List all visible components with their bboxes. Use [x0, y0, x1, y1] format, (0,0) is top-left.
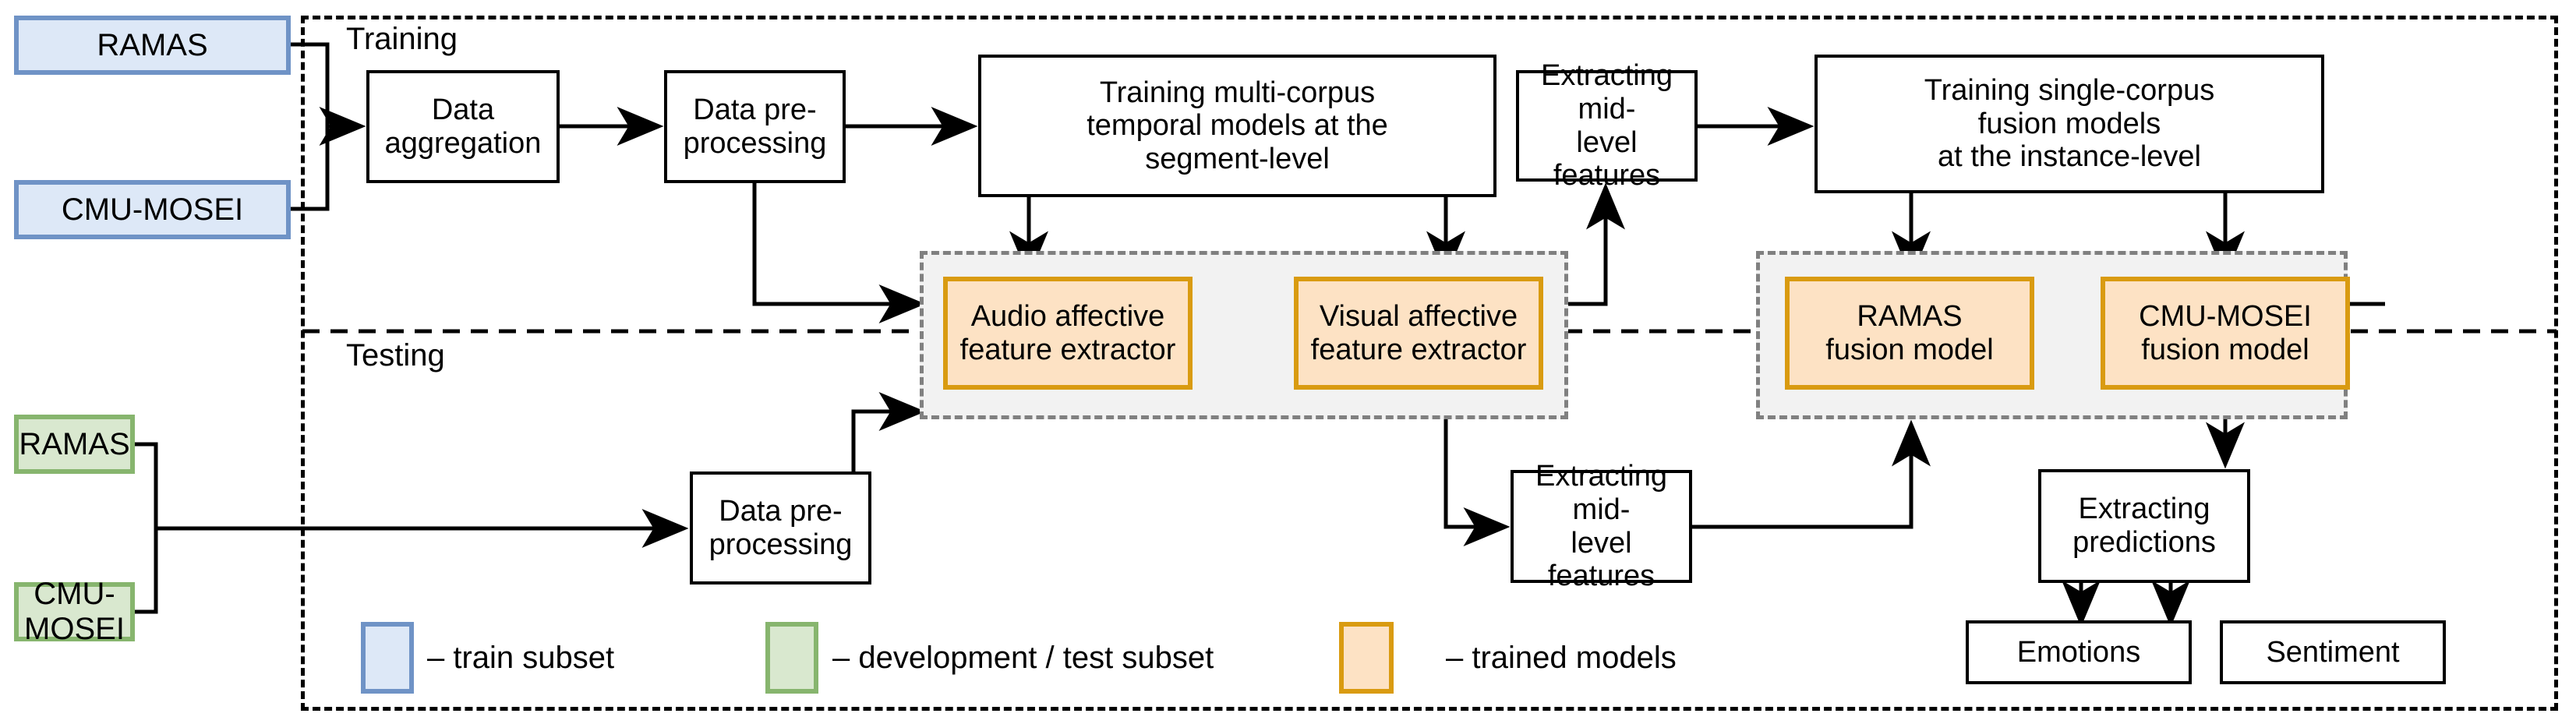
legend-label-train-subset: – train subset [427, 641, 615, 675]
section-label-testing: Testing [346, 338, 445, 373]
input-train-cmu-mosei-label: CMU-MOSEI [61, 192, 244, 227]
node-sentiment-label: Sentiment [2266, 635, 2400, 669]
node-data-preprocessing-train[interactable]: Data pre-processing [664, 70, 846, 183]
legend-swatch-train-subset [361, 622, 414, 694]
node-extracting-midlevel-features-test[interactable]: Extracting mid-level features [1511, 460, 1692, 592]
edge-preprocessing-test-to-models-group [851, 392, 926, 471]
node-emotions-label: Emotions [2016, 635, 2141, 669]
edge-models-to-extract-mid-train [1559, 182, 1625, 306]
node-extracting-midlevel-features-train-label: Extracting mid-level features [1541, 59, 1673, 192]
node-emotions[interactable]: Emotions [1966, 620, 2192, 684]
edge-cmumosei-test-to-join [134, 528, 158, 614]
legend-label-dev-test-subset: – development / test subset [832, 641, 1214, 675]
input-train-cmu-mosei[interactable]: CMU-MOSEI [14, 180, 291, 239]
legend-swatch-dev-test-subset [765, 622, 818, 694]
edge-extract-mid-test-to-ramas-fusion [1654, 419, 1931, 529]
node-data-preprocessing-train-label: Data pre-processing [683, 93, 827, 160]
legend-swatch-trained-models [1339, 622, 1394, 694]
input-train-ramas-label: RAMAS [97, 27, 208, 62]
edge-preprocessing-to-models-group [752, 183, 926, 323]
input-test-ramas-label: RAMAS [19, 426, 130, 461]
edge-ramas-test-to-join [134, 442, 158, 528]
section-label-training: Training [346, 22, 458, 56]
node-sentiment[interactable]: Sentiment [2220, 620, 2446, 684]
input-test-cmu-mosei-label: CMU-MOSEI [24, 577, 125, 646]
node-extracting-midlevel-features-test-label: Extracting mid-level features [1535, 460, 1667, 593]
node-data-preprocessing-test[interactable]: Data pre-processing [690, 471, 871, 584]
input-test-cmu-mosei[interactable]: CMU-MOSEI [14, 577, 135, 646]
node-extracting-midlevel-features-train[interactable]: Extracting mid-level features [1516, 59, 1698, 192]
input-test-ramas[interactable]: RAMAS [14, 415, 135, 474]
training-testing-frame [301, 16, 2558, 711]
node-data-preprocessing-test-label: Data pre-processing [708, 494, 853, 561]
edge-visual-extractor-to-extract-mid-test [1443, 390, 1511, 546]
legend-label-trained-models: – trained models [1446, 641, 1677, 675]
input-train-ramas[interactable]: RAMAS [14, 16, 291, 75]
